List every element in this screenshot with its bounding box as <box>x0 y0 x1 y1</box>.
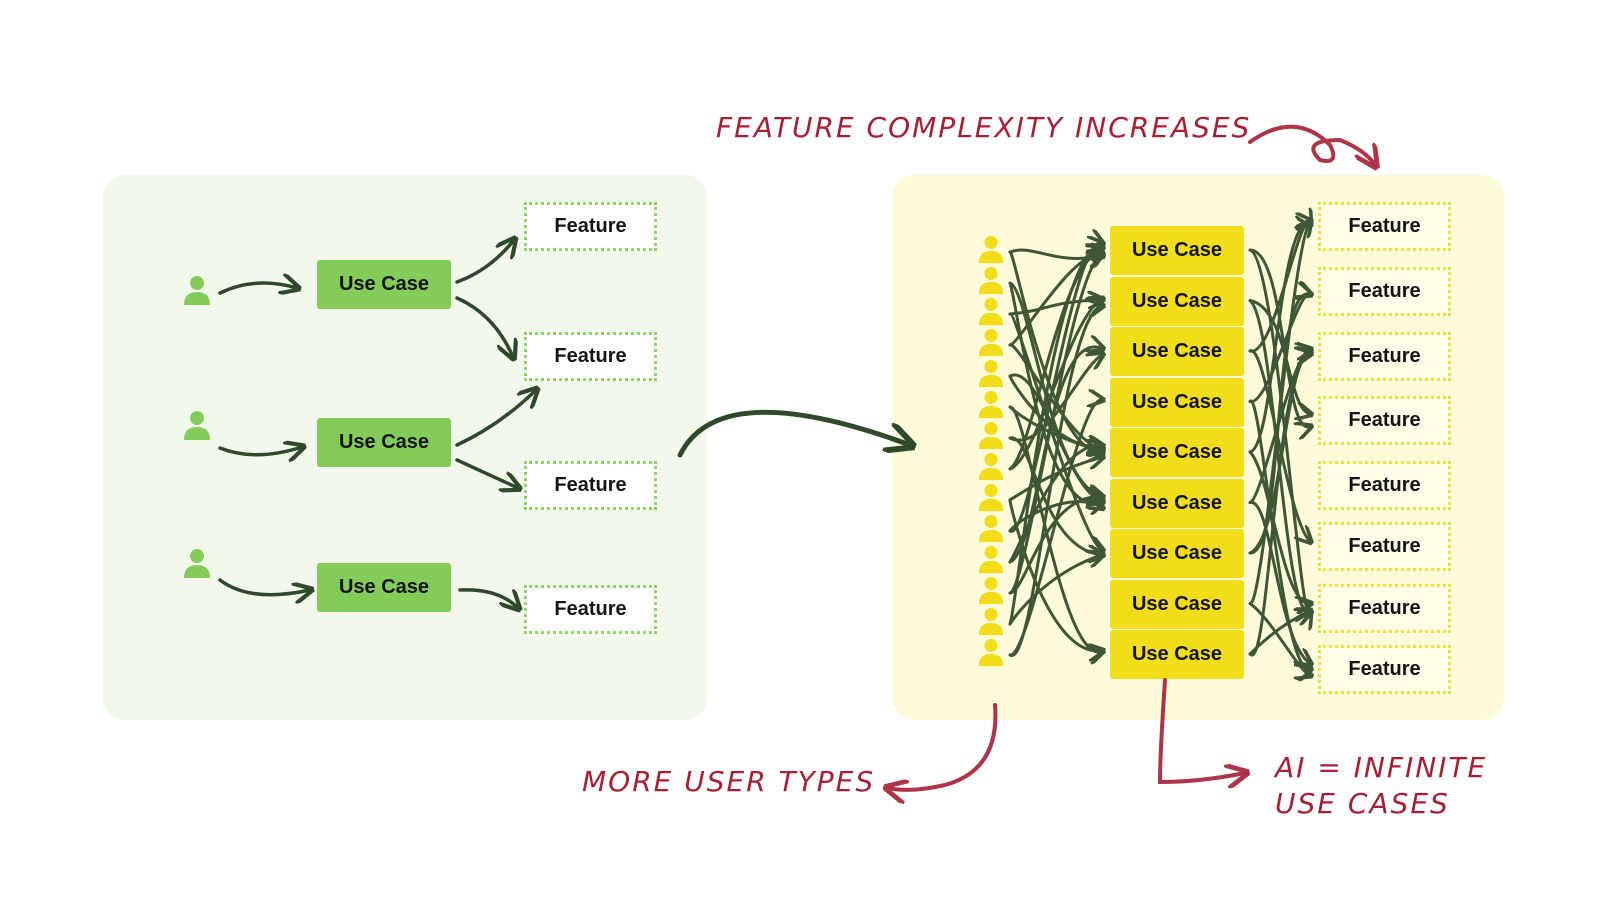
right-feature-6: Feature <box>1318 522 1451 571</box>
person-icon <box>978 453 1004 481</box>
curved-arrow-icon <box>1008 306 1102 657</box>
right-use-case-6: Use Case <box>1110 478 1244 528</box>
left-feature-3: Feature <box>524 461 657 510</box>
person-icon <box>978 639 1004 667</box>
curved-arrow-icon <box>455 458 518 488</box>
feature-complexity-annotation: FEATURE COMPLEXITY INCREASES <box>716 111 1252 144</box>
right-use-case-8: Use Case <box>1110 579 1244 629</box>
right-feature-4: Feature <box>1318 396 1451 445</box>
right-feature-8: Feature <box>1318 645 1451 694</box>
right-use-case-4: Use Case <box>1110 377 1244 427</box>
curved-arrow-icon <box>455 296 513 357</box>
right-feature-3: Feature <box>1318 332 1451 381</box>
curved-arrow-icon <box>1008 445 1102 564</box>
curved-arrow-icon <box>455 240 514 284</box>
annotation-arrow-icon <box>1157 678 1245 782</box>
curved-arrow-icon <box>677 409 910 458</box>
more-user-types-annotation: MORE USER TYPES <box>582 765 876 798</box>
right-use-case-7: Use Case <box>1110 529 1244 578</box>
right-feature-7: Feature <box>1318 584 1451 633</box>
left-use-case-1: Use Case <box>317 260 451 309</box>
person-icon <box>978 360 1004 388</box>
right-feature-5: Feature <box>1318 461 1451 510</box>
person-icon <box>184 549 210 578</box>
curved-arrow-icon <box>1008 555 1102 626</box>
person-icon <box>978 391 1004 419</box>
person-icon <box>978 515 1004 543</box>
person-icon <box>978 546 1004 574</box>
curved-arrow-icon <box>455 390 536 447</box>
curved-arrow-icon <box>218 283 297 293</box>
curved-arrow-icon <box>1008 436 1102 555</box>
person-icon <box>184 411 210 440</box>
curved-arrow-icon <box>1248 223 1310 353</box>
curved-arrow-icon <box>218 578 310 595</box>
curved-arrow-icon <box>1248 222 1310 606</box>
right-use-case-3: Use Case <box>1110 327 1244 376</box>
person-icon <box>978 577 1004 605</box>
annotation-arrow-icon <box>1248 124 1375 165</box>
person-icon <box>184 276 210 305</box>
left-feature-2: Feature <box>524 332 657 381</box>
right-use-case-2: Use Case <box>1110 276 1244 326</box>
left-use-case-3: Use Case <box>317 563 451 612</box>
person-icon <box>978 484 1004 512</box>
right-feature-2: Feature <box>1318 267 1451 316</box>
curved-arrow-icon <box>218 447 302 455</box>
person-icon <box>978 236 1004 264</box>
curved-arrow-icon <box>1248 602 1310 676</box>
left-use-case-2: Use Case <box>317 418 451 467</box>
curved-arrow-icon <box>458 588 518 608</box>
left-feature-4: Feature <box>524 585 657 634</box>
curved-arrow-icon <box>1008 355 1102 442</box>
person-icon <box>978 608 1004 636</box>
curved-arrow-icon <box>1248 450 1310 604</box>
right-use-case-1: Use Case <box>1110 226 1244 275</box>
curved-arrow-icon <box>1248 611 1310 656</box>
curved-arrow-icon <box>1248 501 1310 663</box>
curved-arrow-icon <box>1008 244 1102 626</box>
right-use-case-5: Use Case <box>1110 428 1244 477</box>
person-icon <box>978 267 1004 295</box>
annotation-arrow-icon <box>888 703 998 790</box>
person-icon <box>978 298 1004 326</box>
curved-arrow-icon <box>1008 457 1102 502</box>
right-use-case-9: Use Case <box>1110 630 1244 679</box>
right-feature-1: Feature <box>1318 202 1451 251</box>
ai-infinite-use-cases-annotation: AI = INFINITE USE CASES <box>1275 751 1488 821</box>
person-icon <box>978 422 1004 450</box>
left-feature-1: Feature <box>524 202 657 251</box>
person-icon <box>978 329 1004 357</box>
